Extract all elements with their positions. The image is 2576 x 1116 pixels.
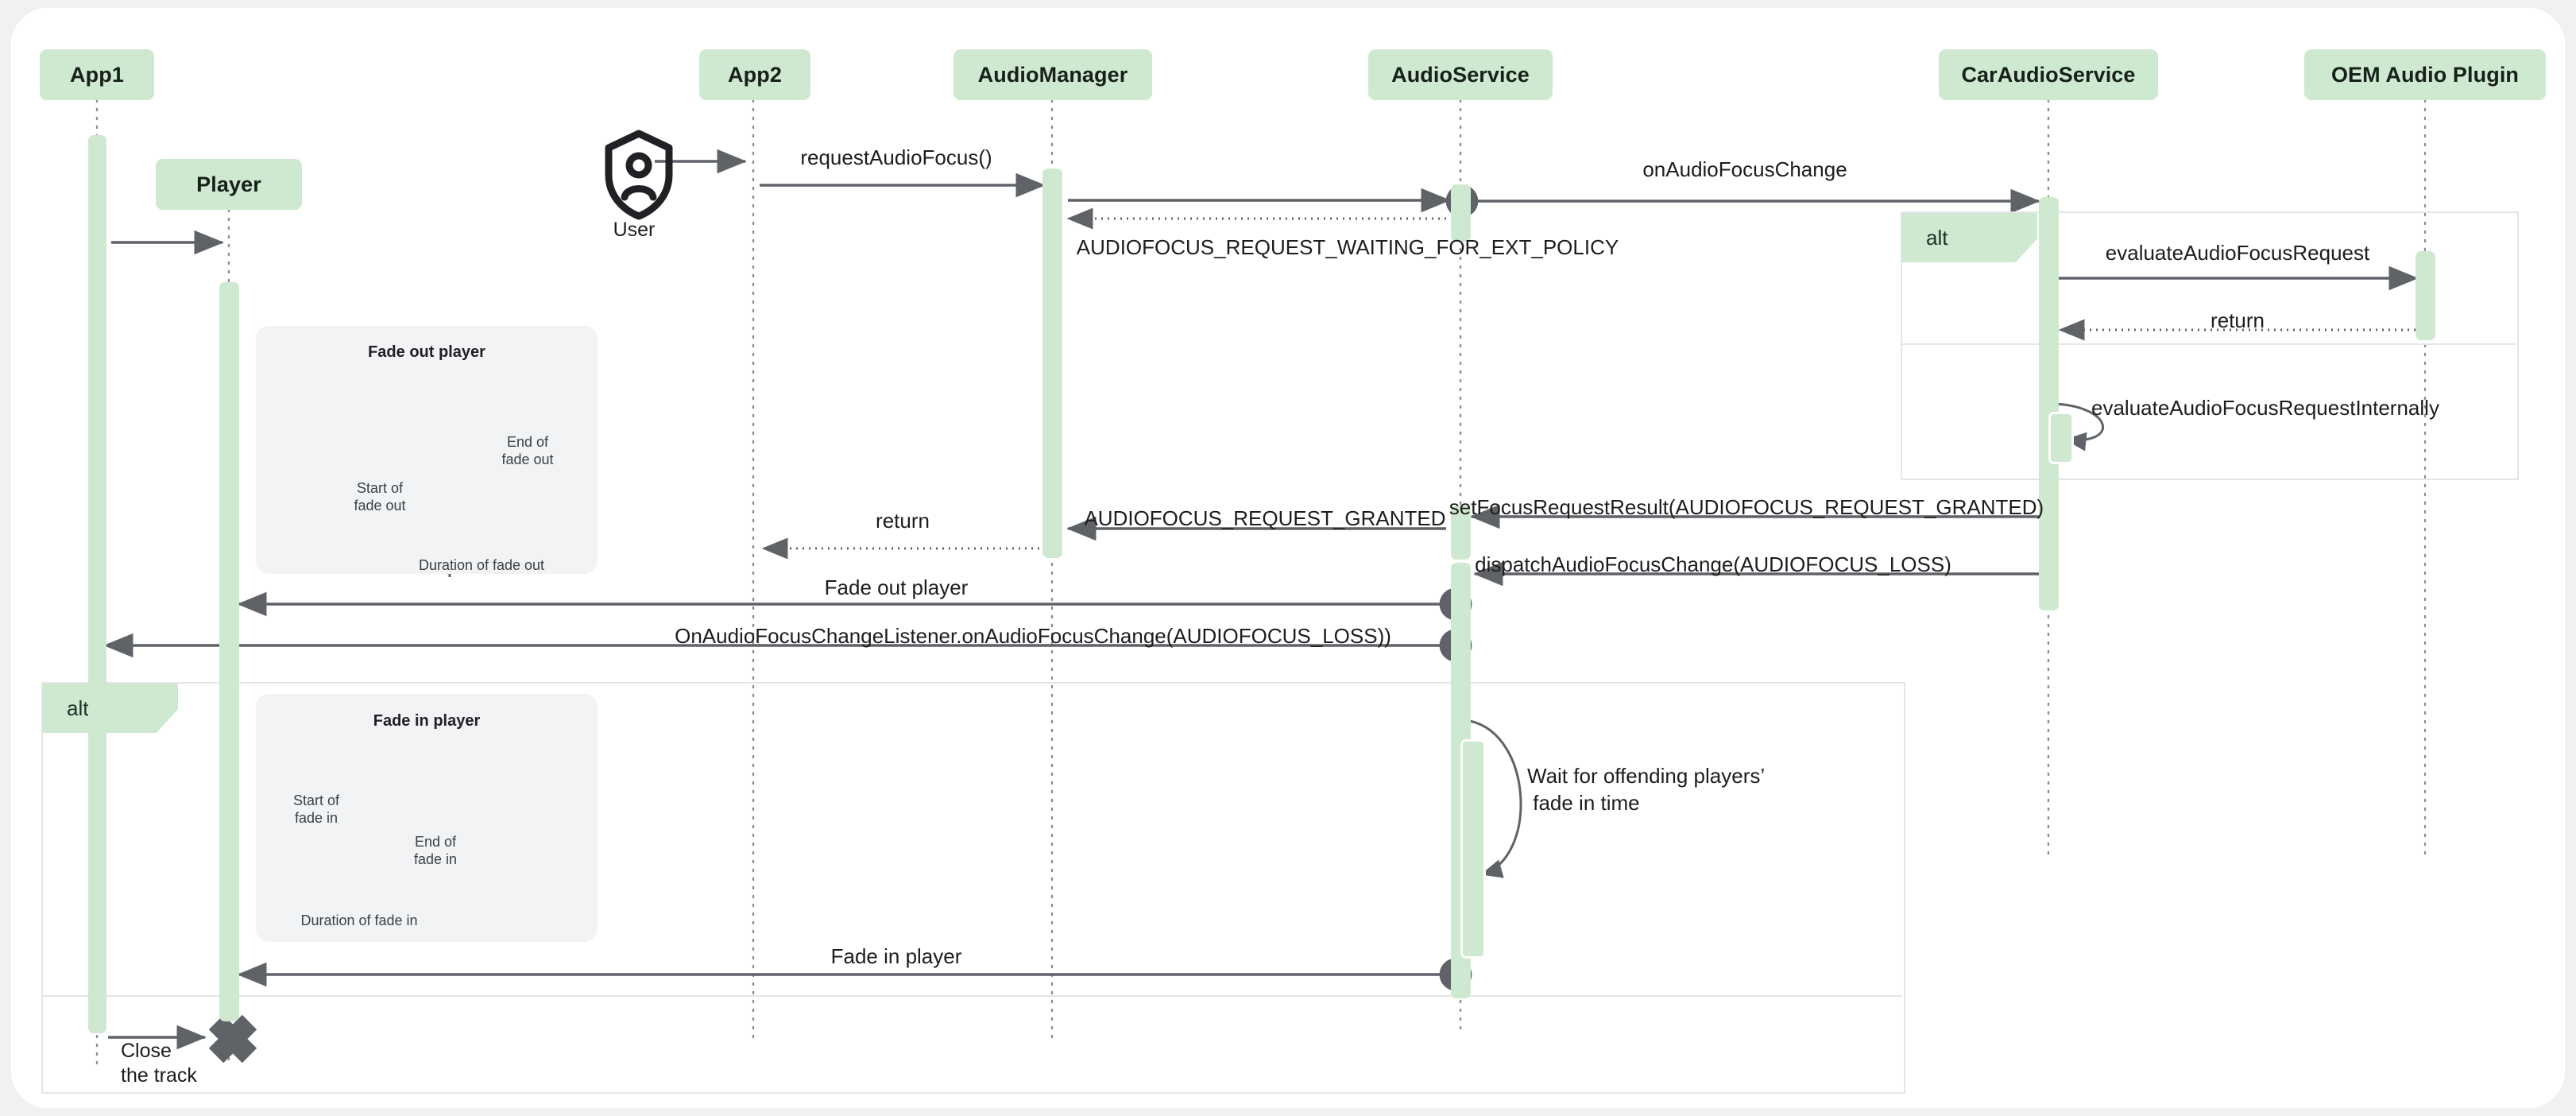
destroy-marker-icon <box>208 1014 257 1064</box>
message-dispatch-audio-focus-change: dispatchAudioFocusChange(AUDIOFOCUS_LOSS… <box>1475 552 1951 576</box>
activation-oemplugin <box>2415 251 2435 340</box>
participant-oemplugin[interactable]: OEM Audio Plugin <box>2304 49 2546 100</box>
message-waiting-for-ext-policy: AUDIOFOCUS_REQUEST_WAITING_FOR_EXT_POLIC… <box>1076 235 1619 259</box>
activation-player <box>219 282 239 1021</box>
message-evaluate-internally: evaluateAudioFocusRequestInternally <box>2091 396 2439 420</box>
fade-out-start-label: Start of fade out <box>354 480 406 513</box>
fade-out-note <box>256 326 598 574</box>
alt-tag-fade: alt <box>43 684 178 733</box>
fade-in-start-label: Start of fade in <box>292 792 340 826</box>
message-on-audio-focus-change-listener: OnAudioFocusChangeListener.onAudioFocusC… <box>675 624 1391 648</box>
participant-app1[interactable]: App1 <box>40 49 154 100</box>
activation-audiomanager <box>1042 169 1062 558</box>
message-am-return-app2: return <box>876 509 930 533</box>
message-wait-fade-in-time: Wait for offending players’ fade in time <box>1527 763 1765 817</box>
participant-audioservice[interactable]: AudioService <box>1368 49 1553 100</box>
message-wait-fade-in-time-text: Wait for offending players’ fade in time <box>1527 764 1766 815</box>
arrow-evaluate-internally-self <box>2054 402 2104 451</box>
alt-fragment-oem <box>1901 211 2519 480</box>
alt-fragment-fade-divider <box>41 995 1902 997</box>
participant-oemplugin-label: OEM Audio Plugin <box>2330 62 2520 87</box>
fade-out-end-label: End of fade out <box>501 434 554 467</box>
participant-audiomanager-label: AudioManager <box>977 62 1128 87</box>
activation-audioservice-1 <box>1451 184 1471 242</box>
participant-app1-label: App1 <box>70 62 124 87</box>
activation-audioservice-2 <box>1451 506 1471 560</box>
message-audiofocus-request-granted: AUDIOFOCUS_REQUEST_GRANTED <box>1084 506 1446 530</box>
message-close-the-track-text: Close the track <box>121 1040 197 1087</box>
message-on-audio-focus-change: onAudioFocusChange <box>1642 157 1847 181</box>
participant-audioservice-label: AudioService <box>1391 62 1530 87</box>
activation-caraudio <box>2039 197 2059 610</box>
message-oem-return: return <box>2210 308 2265 332</box>
message-set-focus-request-result: setFocusRequestResult(AUDIOFOCUS_REQUEST… <box>1449 495 2044 519</box>
user-shield-icon <box>605 130 673 220</box>
message-close-the-track: Close the track <box>121 1039 197 1089</box>
message-fade-out-player: Fade out player <box>824 575 969 599</box>
message-fade-in-player: Fade in player <box>830 944 962 968</box>
activation-audioservice-nested <box>1460 739 1486 959</box>
alt-tag-oem: alt <box>1902 213 2037 262</box>
actor-user-label: User <box>613 219 656 241</box>
participant-app2-label: App2 <box>728 62 782 87</box>
fade-out-note-title: Fade out player <box>368 343 485 361</box>
participant-caraudioservice[interactable]: CarAudioService <box>1939 49 2158 100</box>
message-evaluate-audio-focus-request: evaluateAudioFocusRequest <box>2105 241 2370 265</box>
alt-fragment-oem-divider <box>1901 343 2516 345</box>
arrow-wait-fade-in-self <box>1469 719 1522 878</box>
participant-caraudioservice-label: CarAudioService <box>1961 62 2136 87</box>
activation-caraudio-nested <box>2048 412 2074 464</box>
participant-player-label: Player <box>196 172 261 196</box>
message-request-audio-focus: requestAudioFocus() <box>800 145 992 169</box>
fade-in-note <box>256 694 598 942</box>
fade-out-duration-label: Duration of fade out <box>418 557 545 573</box>
fade-in-duration-label: Duration of fade in <box>300 913 418 928</box>
activation-app1 <box>88 135 106 1033</box>
fade-in-note-title: Fade in player <box>373 712 481 730</box>
participant-player[interactable]: Player <box>156 159 302 210</box>
participant-audiomanager[interactable]: AudioManager <box>953 49 1152 100</box>
participant-app2[interactable]: App2 <box>699 49 810 100</box>
fade-in-end-label: End of fade in <box>413 834 458 867</box>
alt-fragment-fade <box>41 682 1905 1094</box>
